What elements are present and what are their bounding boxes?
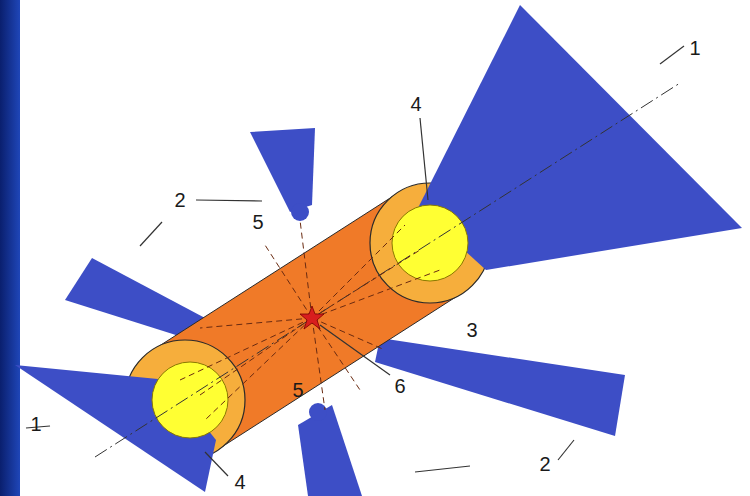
- callout-number: 5: [292, 380, 303, 400]
- callout-number: 3: [466, 320, 477, 340]
- callout-number: 1: [30, 414, 41, 434]
- side-cone: [65, 258, 205, 342]
- callout-number: 2: [174, 190, 185, 210]
- side-cone: [375, 338, 625, 436]
- cone-notch: [309, 403, 327, 421]
- side-cone: [250, 128, 315, 212]
- side-band: [0, 0, 20, 496]
- axis-line: [95, 83, 680, 457]
- callout-number: 2: [539, 454, 550, 474]
- callout-number: 4: [234, 472, 245, 492]
- radiation-lines: [180, 220, 440, 420]
- callout-number: 5: [252, 212, 263, 232]
- end-core: [152, 362, 228, 438]
- callout-number: 6: [394, 376, 405, 396]
- end-cone: [418, 5, 742, 270]
- callout-number: 4: [410, 94, 421, 114]
- side-cone: [298, 405, 362, 496]
- cone-notch: [291, 203, 309, 221]
- callout-number: 1: [689, 38, 700, 58]
- leader-lines: [26, 46, 684, 476]
